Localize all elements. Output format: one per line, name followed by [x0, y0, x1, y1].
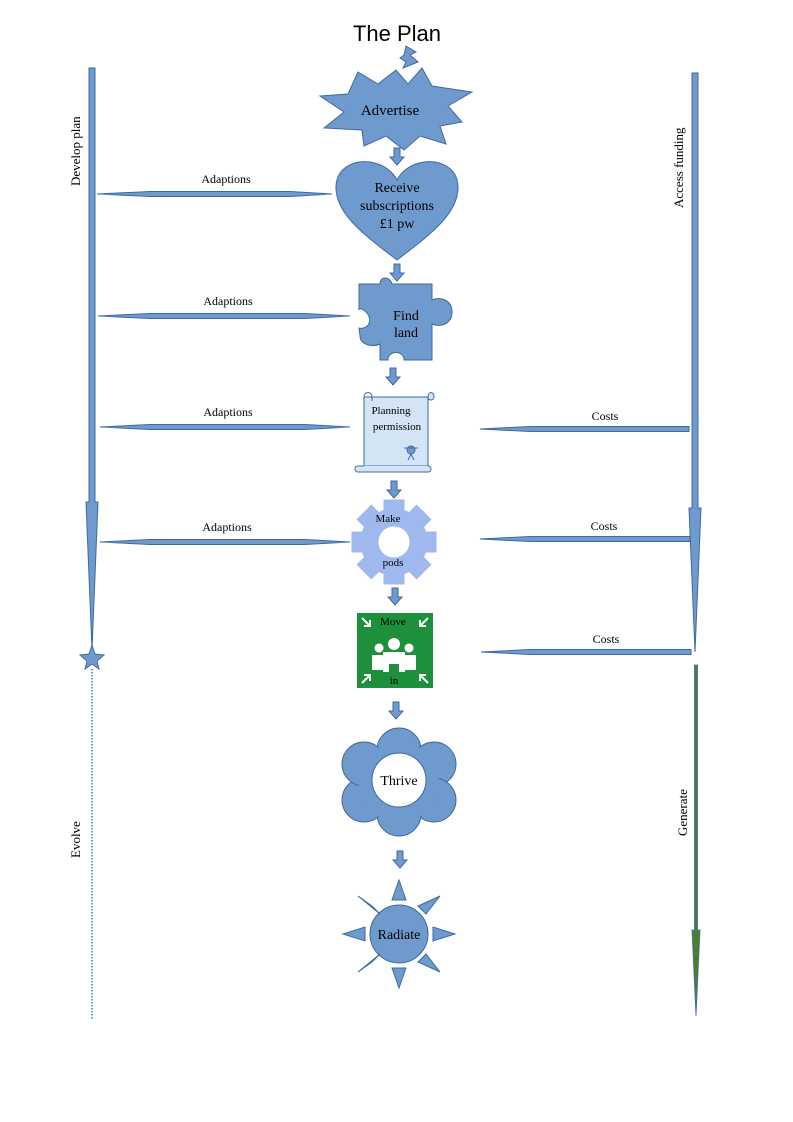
move-in-assembly-icon: [357, 613, 433, 688]
adaptions-label-2: Adaptions: [203, 294, 253, 308]
costs-label-1: Costs: [592, 409, 619, 423]
flow-arrow-7: [392, 850, 408, 869]
costs-arrow-2: [479, 536, 691, 542]
generate-label: Generate: [675, 789, 690, 836]
find-land-label-line-2: land: [394, 326, 418, 341]
costs-label-2: Costs: [591, 519, 618, 533]
flow-arrow-2: [389, 263, 405, 282]
access-funding-arrow: [688, 72, 702, 653]
receive-heart-shape: [335, 161, 459, 261]
adaptions-label-1: Adaptions: [201, 172, 251, 186]
develop-plan-label: Develop plan: [68, 116, 83, 186]
move-in-label-line-1: Move: [380, 616, 406, 628]
receive-label-line-2: subscriptions: [360, 199, 434, 214]
flow-arrow-4: [386, 480, 402, 499]
costs-label-3: Costs: [593, 632, 620, 646]
flow-arrow-6: [388, 701, 404, 720]
adaptions-arrow-3: [99, 424, 351, 430]
planning-label-line-1: Planning: [371, 405, 411, 417]
make-pods-gear-icon: [351, 499, 437, 585]
evolve-label: Evolve: [68, 821, 83, 858]
find-land-label-line-1: Find: [393, 309, 419, 324]
find-land-puzzle-shape: [358, 277, 453, 361]
generate-arrow: [691, 664, 701, 1017]
flow-arrow-1: [389, 147, 405, 166]
make-pods-label-line-1: Make: [375, 513, 400, 525]
adaptions-label-4: Adaptions: [202, 520, 252, 534]
radiate-label: Radiate: [378, 928, 421, 943]
adaptions-arrow-2: [97, 313, 351, 319]
thrive-label: Thrive: [380, 774, 417, 789]
receive-label-line-3: £1 pw: [380, 217, 416, 232]
radiate-sun-icon: [341, 878, 457, 990]
costs-arrow-1: [479, 426, 690, 432]
flow-arrow-3: [385, 367, 401, 386]
advertise-burst-shape: [318, 67, 474, 151]
develop-plan-arrow: [85, 67, 99, 651]
adaptions-label-3: Adaptions: [203, 405, 253, 419]
star-icon: [78, 643, 106, 671]
planning-permission-scroll: [354, 392, 435, 473]
costs-arrow-3: [480, 649, 692, 655]
move-in-label-line-2: in: [390, 675, 399, 687]
diagram-title: The Plan: [353, 21, 441, 46]
planning-label-line-2: permission: [373, 421, 422, 433]
adaptions-arrow-4: [99, 539, 351, 545]
make-pods-label-line-2: pods: [383, 557, 404, 569]
advertise-label: Advertise: [361, 103, 420, 119]
access-funding-label: Access funding: [671, 127, 686, 208]
flow-arrow-5: [387, 587, 403, 606]
adaptions-arrow-1: [96, 191, 333, 197]
receive-label-line-1: Receive: [374, 181, 419, 196]
lightning-icon: [399, 45, 419, 69]
thrive-center: [371, 752, 427, 808]
